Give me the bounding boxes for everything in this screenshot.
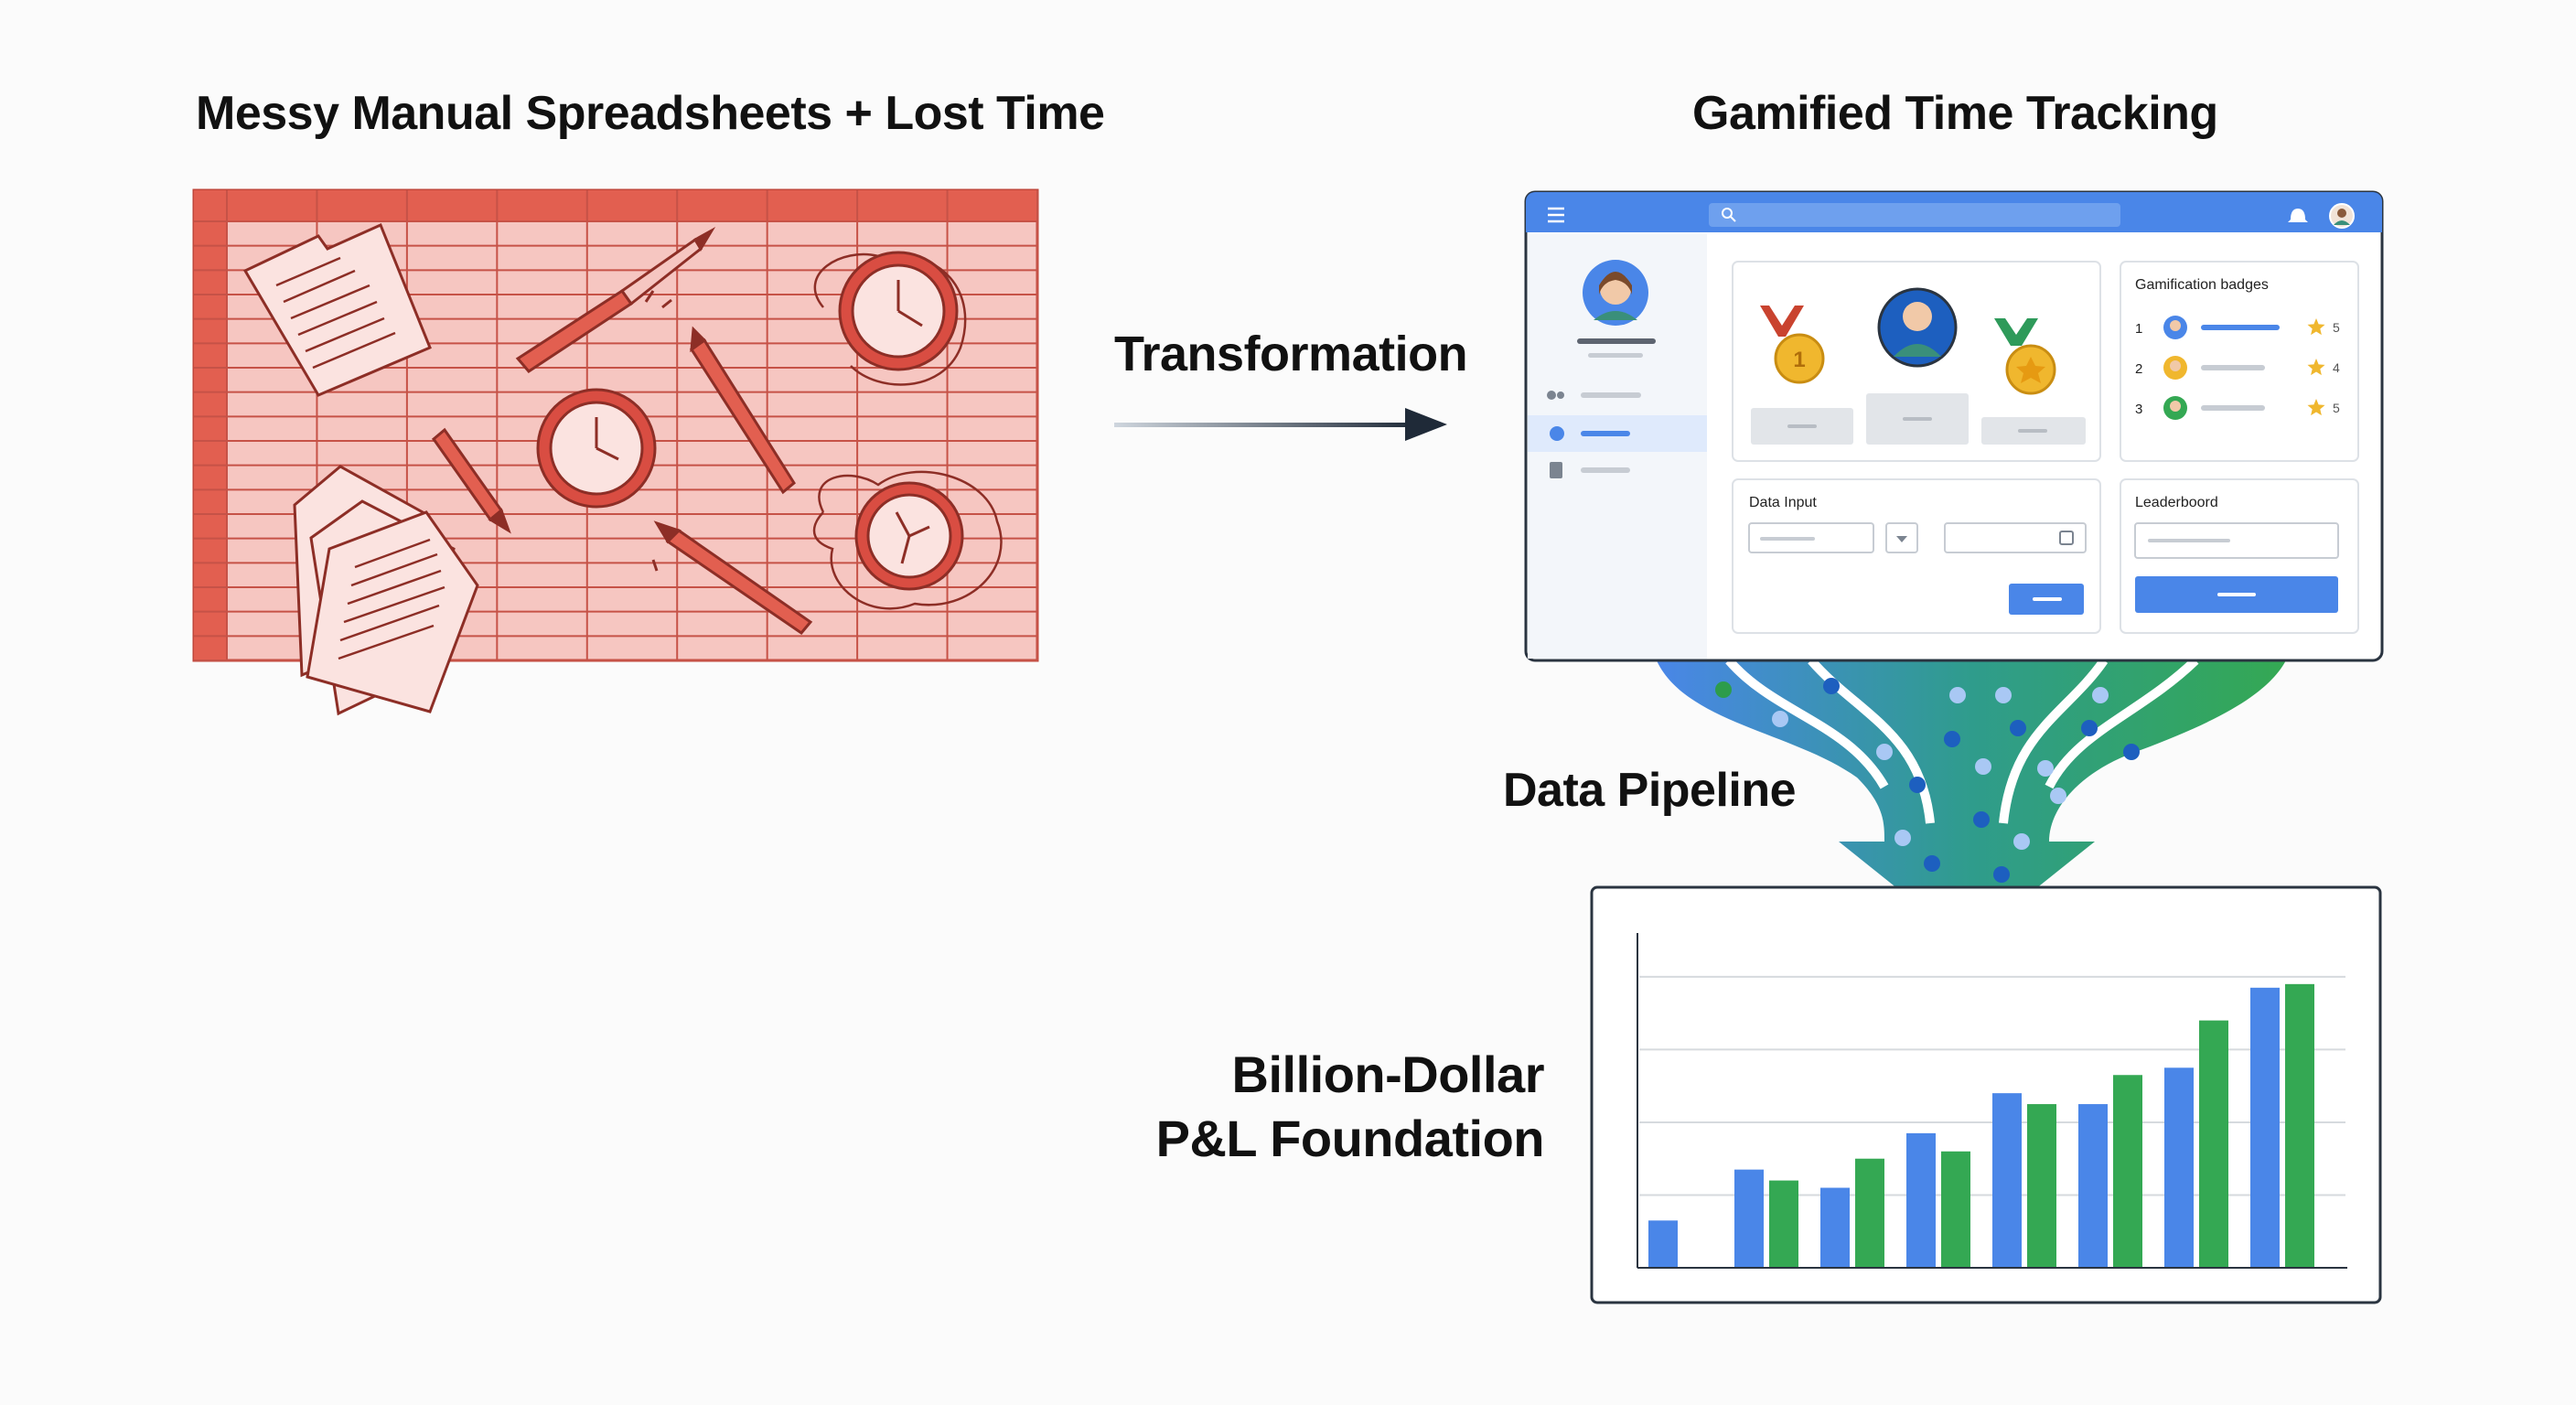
pencil-icon: [431, 226, 813, 636]
sidebar-item-time[interactable]: [1528, 415, 1707, 452]
people-icon: [1547, 391, 1556, 400]
leaderboard-title: Leaderboord: [2135, 495, 2218, 510]
data-input-card: [1732, 478, 2101, 634]
pl-label-line1: Billion-Dollar: [1231, 1046, 1545, 1103]
chart-bar: [2113, 1075, 2142, 1268]
data-input-title: Data Input: [1749, 495, 1817, 510]
sidebar-item-tasks[interactable]: [1550, 462, 1630, 478]
clock-icon: [1550, 426, 1564, 441]
chart-bar: [1992, 1093, 2022, 1268]
transformation-arrow: [1114, 408, 1447, 441]
clipboard-icon: [1550, 462, 1562, 478]
chart-bar: [2285, 983, 2314, 1268]
badge-rank: 3: [2135, 402, 2142, 417]
svg-text:1: 1: [1793, 348, 1805, 372]
pl-label: Billion-Dollar P&L Foundation: [1142, 1043, 1545, 1171]
chart-bar: [2027, 1104, 2056, 1268]
badge-progress: [2201, 405, 2265, 411]
chart-bar: [1769, 1180, 1798, 1268]
date-field[interactable]: [1944, 522, 2087, 553]
star-icon: [2307, 318, 2325, 336]
medal-icon: 1: [1760, 306, 1825, 384]
badge-star-count: 5: [2333, 401, 2340, 415]
left-heading: Messy Manual Spreadsheets + Lost Time: [196, 87, 1105, 140]
profile-avatar: [1583, 260, 1648, 326]
badge-progress: [2201, 365, 2265, 370]
badge-rank: 1: [2135, 321, 2142, 337]
bell-icon[interactable]: [2288, 209, 2308, 222]
calendar-icon: [2059, 531, 2074, 545]
chart-bar: [1941, 1151, 1970, 1268]
document-stack-icon: [293, 465, 479, 716]
badge-rank: 2: [2135, 361, 2142, 377]
badge-star-count: 5: [2333, 320, 2340, 335]
pl-label-line2: P&L Foundation: [1155, 1110, 1545, 1167]
avatar-face: [2170, 401, 2181, 412]
transformation-label: Transformation: [1114, 327, 1468, 381]
avatar-face: [2170, 320, 2181, 331]
chart-bars: [1648, 983, 2314, 1268]
leaderboard-field[interactable]: [2134, 522, 2339, 559]
star-icon: [2307, 399, 2325, 416]
chart-bar: [2078, 1104, 2108, 1268]
medal-icon: [1994, 318, 2056, 395]
clock-icon: [813, 251, 967, 386]
chart-bar: [1906, 1132, 1936, 1268]
chart-bar: [1648, 1220, 1678, 1268]
data-pipeline-funnel: [1656, 657, 2287, 944]
chart-bar: [2199, 1020, 2228, 1268]
chevron-down-icon: [1896, 536, 1907, 542]
badges-title: Gamification badges: [2135, 277, 2269, 293]
right-heading: Gamified Time Tracking: [1692, 87, 2218, 140]
avatar-face: [2170, 360, 2181, 371]
clock-icon: [536, 388, 657, 509]
chart-bar: [2164, 1067, 2194, 1268]
chart-bar: [2250, 987, 2280, 1268]
star-icon: [2307, 359, 2325, 376]
chart-bar: [1734, 1169, 1764, 1268]
document-icon: [242, 222, 432, 397]
chart-bar: [1820, 1187, 1850, 1268]
user-avatar: [1877, 287, 1958, 368]
clock-icon: [812, 470, 1003, 610]
pl-chart: [1590, 885, 2382, 1304]
avatar-icon[interactable]: [2329, 203, 2355, 229]
sidebar-item-people[interactable]: [1547, 391, 1641, 400]
data-dot: [1715, 678, 2140, 883]
badge-star-count: 4: [2333, 360, 2340, 375]
pipeline-label: Data Pipeline: [1503, 764, 1797, 817]
chart-bar: [1855, 1158, 1884, 1268]
menu-icon[interactable]: [1548, 207, 1564, 223]
search-icon: [1722, 208, 1736, 222]
search-input[interactable]: [1709, 203, 2120, 227]
badge-progress: [2201, 325, 2280, 330]
